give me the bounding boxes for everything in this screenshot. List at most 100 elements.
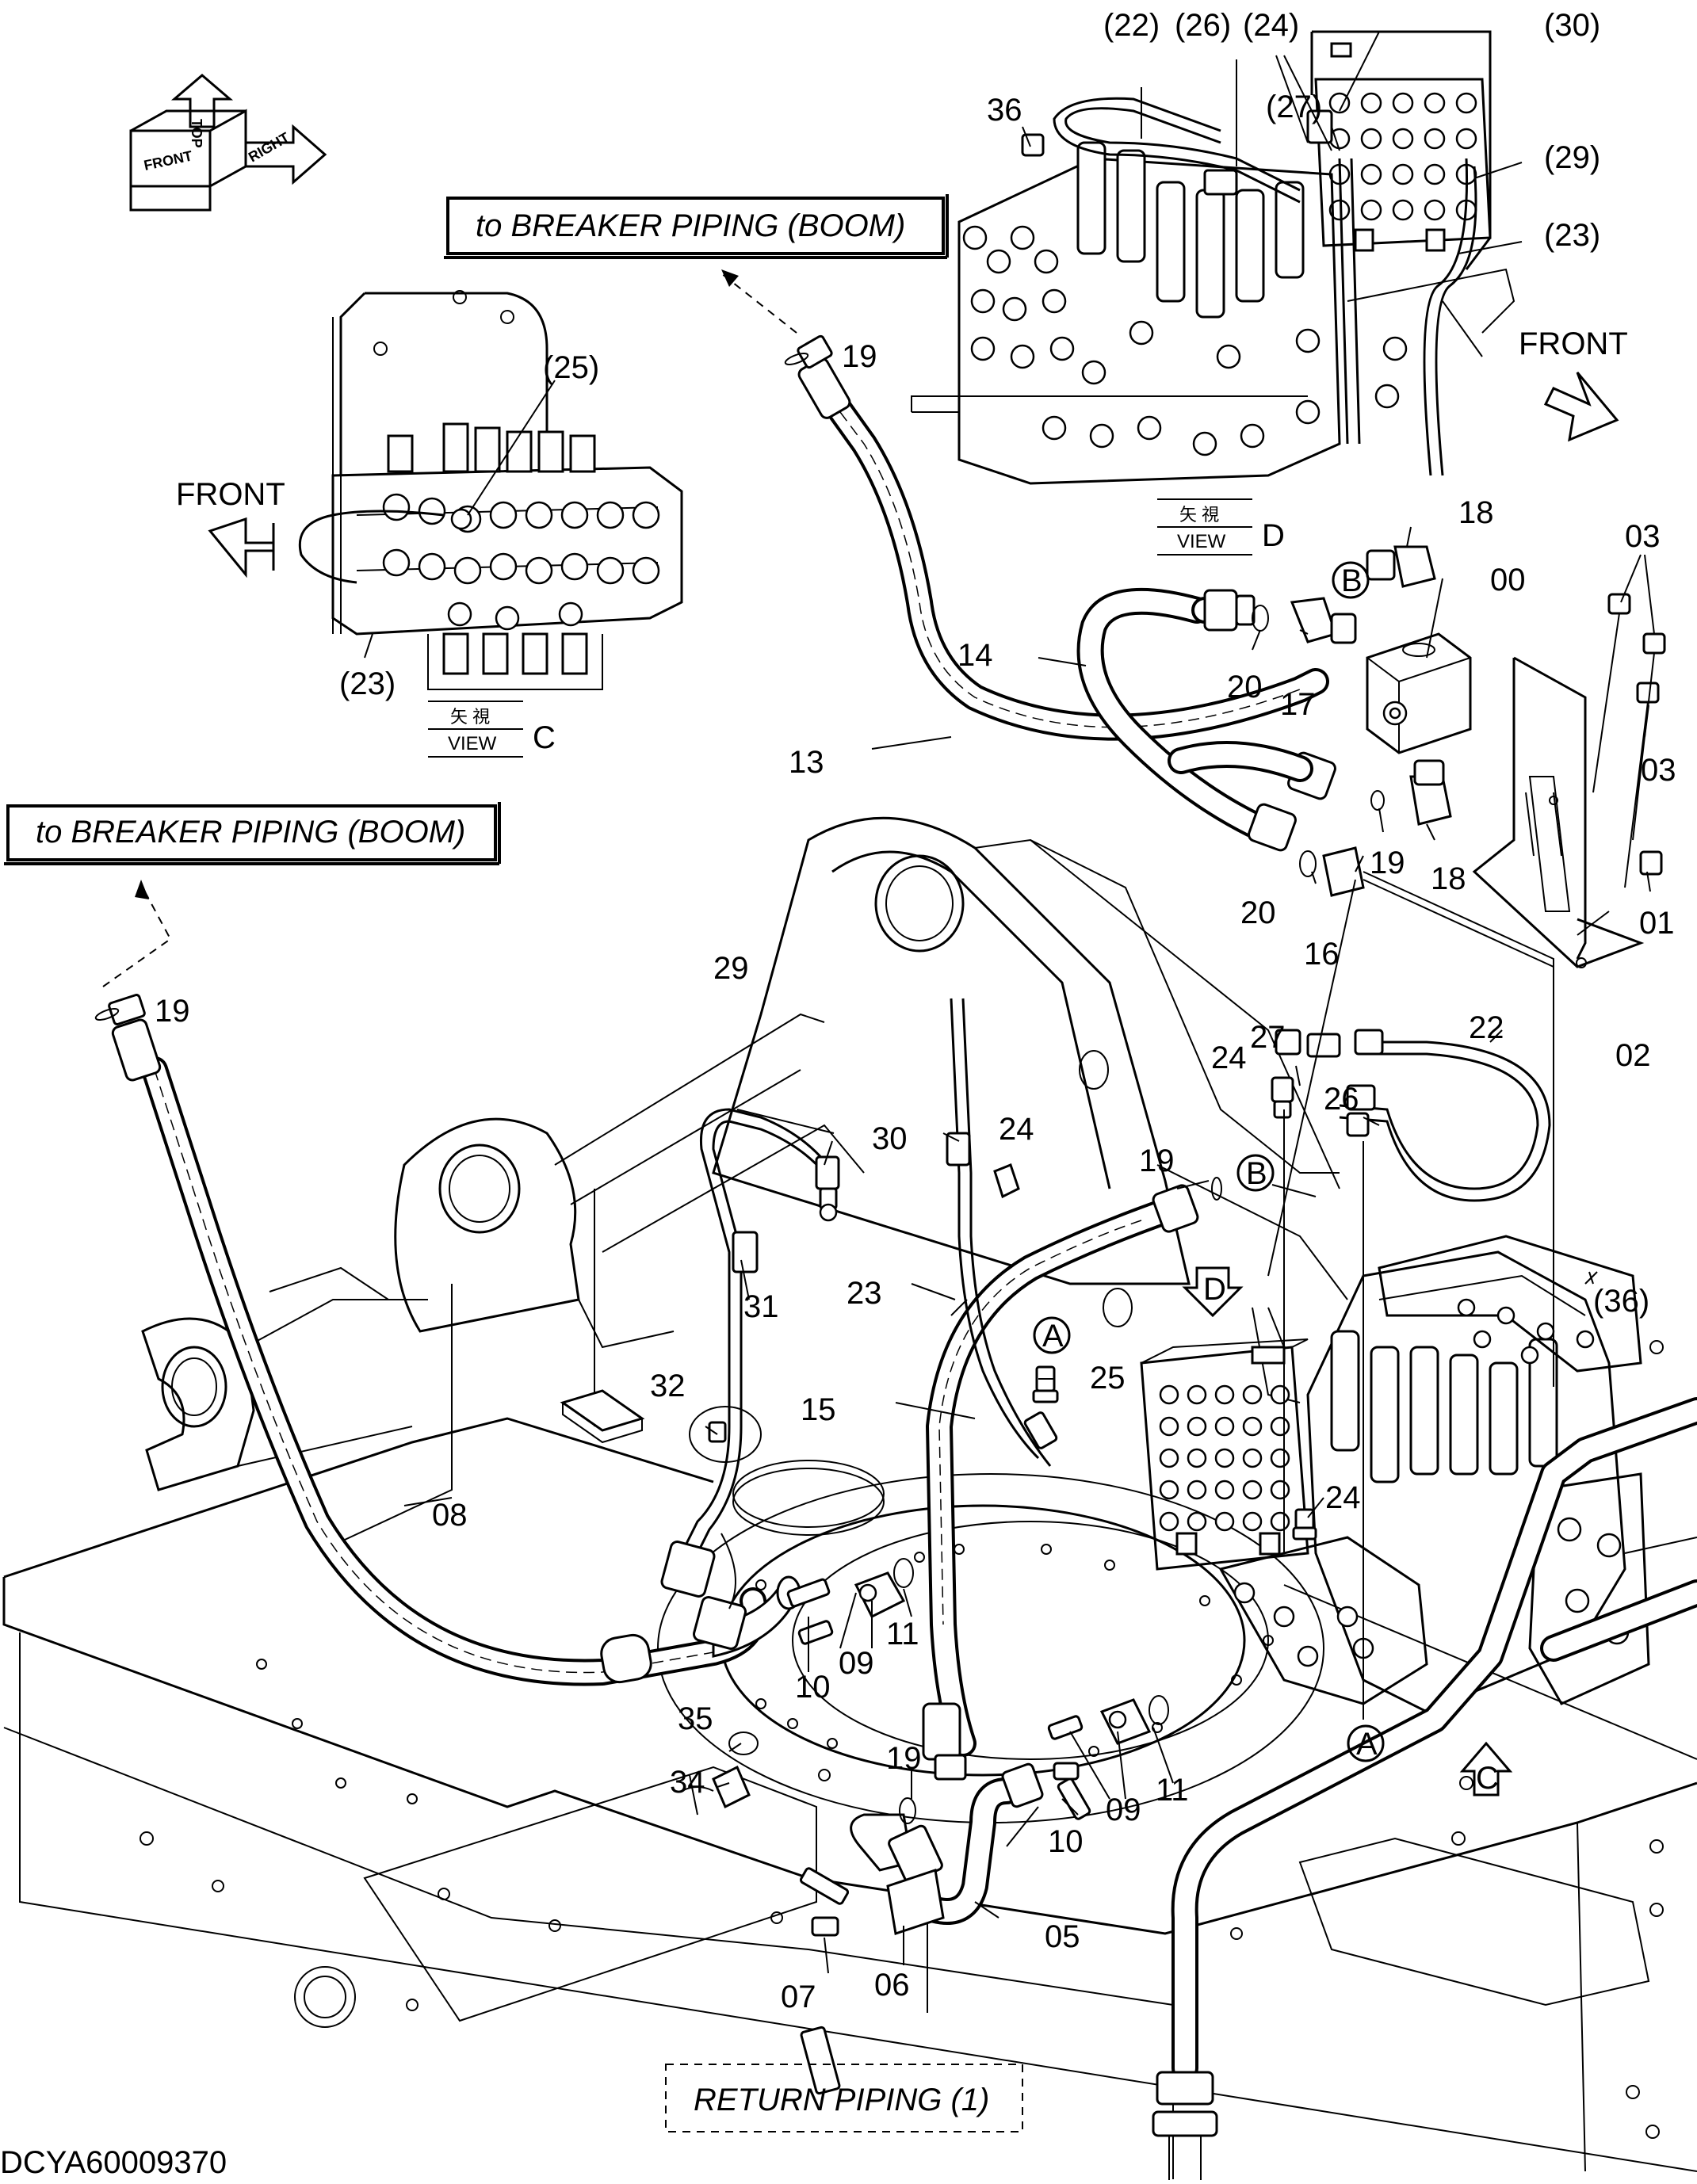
part-label-c25: (25) [543,350,599,385]
plate [560,1389,645,1444]
view-c-word: VIEW [448,733,497,754]
part-label-d23: (23) [1544,218,1600,253]
cube-front-label: FRONT [143,147,194,173]
callout-return-piping-text: RETURN PIPING (1) [694,2083,989,2117]
view-c-letter: C [533,720,556,755]
part-label-00: 00 [1490,563,1526,598]
part-label-19c: 19 [1370,846,1405,880]
drawing-number: DCYA60009370 [0,2145,227,2180]
part-label-d30: (30) [1544,8,1600,43]
part-label-10a: 10 [795,1670,831,1705]
part-label-35: 35 [678,1701,713,1736]
view-d-fittings [1328,92,1477,252]
hose-15 [922,1184,1199,1781]
part-label-d26: (26) [1175,8,1231,43]
part-label-25: 25 [1090,1361,1126,1396]
inset-view-c [298,290,683,690]
part-label-c23: (23) [339,666,396,701]
part-label-15: 15 [801,1392,836,1427]
part-label-16: 16 [1304,937,1340,972]
part-label-13: 13 [789,745,824,780]
marker-view-c: C [1476,1761,1499,1796]
o-rings-19 [94,353,1222,1201]
fitting-24-lower [1292,1508,1317,1541]
part-label-19b: 19 [155,994,190,1029]
view-c-box [428,701,523,758]
marker-b-upper: B [1341,563,1363,598]
part-label-09a: 09 [839,1646,874,1681]
part-label-24c: 24 [1325,1480,1361,1515]
part-label-d29: (29) [1544,140,1600,175]
part-label-19d: 19 [1139,1144,1175,1178]
part-label-18a: 18 [1458,495,1494,530]
fittings-17-18-16 [1252,545,1452,897]
part-label-18b: 18 [1431,861,1466,896]
cube-top-label: TOP [189,119,204,148]
part-label-11a: 11 [886,1617,919,1651]
part-label-11b: 11 [1156,1773,1189,1808]
view-c-kanji: 矢 視 [450,707,490,727]
leader-lines [364,31,1655,1974]
part-label-10b: 10 [1048,1824,1084,1859]
view-d-spools [1076,141,1305,319]
part-label-24a: 24 [1211,1040,1247,1075]
part-label-34: 34 [670,1765,705,1800]
swing-circle-holes [732,1544,1274,1757]
front-arrow-right [1543,372,1619,442]
part-label-20b: 20 [1240,895,1276,930]
frame-holes [140,1340,1664,2139]
callout-to-breaker-top [444,194,949,334]
marker-a-lower: A [1356,1727,1378,1762]
pilot-block-fittings [1159,1384,1290,1556]
part-label-03b: 03 [1641,753,1676,788]
part-label-32: 32 [650,1369,686,1403]
part-label-02: 02 [1615,1038,1651,1073]
part-label-d22: (22) [1103,8,1160,43]
harness-29 [660,1108,826,1650]
front-arrow-left [208,517,275,578]
swing-circle [657,1460,1324,1823]
callout-to-breaker-left [4,802,501,987]
callout-breaker-top-text: to BREAKER PIPING (BOOM) [476,208,905,243]
part-label-36: 36 [987,93,1022,128]
hose-13 [797,334,1329,741]
part-label-d27: (27) [1266,90,1322,124]
part-label-06: 06 [874,1968,910,2003]
part-label-22: 22 [1469,1010,1504,1045]
hose-14 [1076,587,1336,852]
bolts-03 [1592,593,1666,888]
front-label-right: FRONT [1519,326,1628,361]
part-label-01: 01 [1639,906,1675,941]
fitting-25 [1032,1365,1059,1403]
view-d-letter: D [1262,518,1285,553]
boom-bracket [141,816,1348,1546]
callout-breaker-left-text: to BREAKER PIPING (BOOM) [36,815,465,850]
callout-return-piping [665,2064,1023,2132]
return-pipe [1152,1397,1697,2180]
part-label-19a: 19 [842,339,877,374]
view-c-fittings [382,493,660,631]
part-label-24b: 24 [999,1112,1034,1147]
fitting-30 [815,1155,840,1222]
hose-22 [1271,1029,1551,1202]
part-label-23: 23 [847,1276,882,1311]
part-label-17: 17 [1280,687,1316,722]
bracket-02 [1472,656,1645,968]
pipe-23 [946,998,1058,1467]
part-label-27: 27 [1250,1020,1286,1055]
part-label-14: 14 [957,638,993,673]
part-label-19e: 19 [886,1741,922,1776]
view-c-arrow [1459,1741,1513,1796]
block-00 [1366,632,1472,754]
cube-right-label: RIGHT [246,129,292,165]
part-label-d24: (24) [1243,8,1299,43]
inset-view-d [911,30,1515,485]
part-label-08: 08 [432,1498,468,1533]
marker-view-d: D [1203,1272,1226,1307]
marker-b-lower: B [1246,1156,1267,1191]
part-label-09b: 09 [1106,1793,1141,1827]
view-d-valve-fittings [962,225,1408,456]
part-label-31: 31 [743,1289,779,1324]
